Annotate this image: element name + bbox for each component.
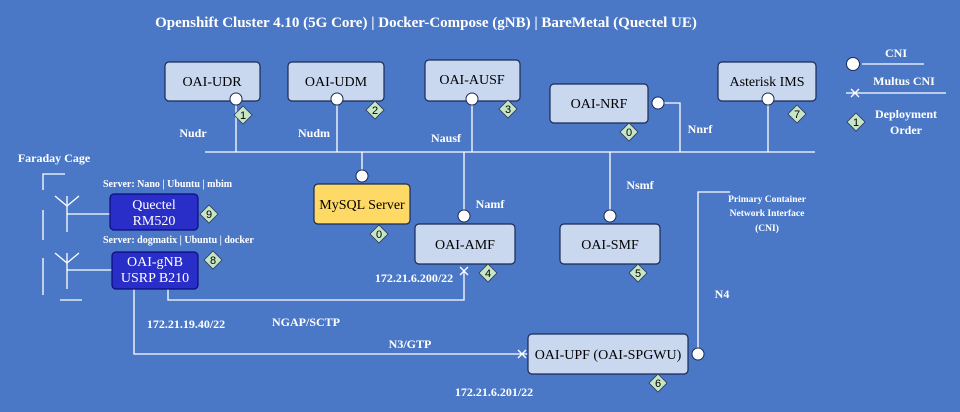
- legend-order-number: 1: [853, 117, 859, 129]
- ausf-label: OAI-AUSF: [439, 73, 505, 88]
- gnb-node[interactable]: OAI-gNB USRP B210: [111, 251, 199, 290]
- ngap-label: NGAP/SCTP: [272, 315, 340, 329]
- diagram-title: Openshift Cluster 4.10 (5G Core) | Docke…: [155, 15, 697, 31]
- svg-text:5: 5: [635, 268, 641, 280]
- udm-label: OAI-UDM: [305, 75, 368, 90]
- gnb-order-badge: 8: [203, 250, 223, 270]
- svg-text:1: 1: [240, 110, 246, 122]
- server-nano-label: Server: Nano | Ubuntu | mbim: [103, 179, 233, 190]
- primary-cni-label-1: Primary Container: [728, 195, 807, 205]
- svg-text:7: 7: [794, 109, 800, 121]
- amf-order-badge: 4: [478, 263, 498, 283]
- nsmf-label: Nsmf: [626, 178, 654, 192]
- udr-node[interactable]: OAI-UDR: [164, 61, 261, 102]
- amf-label: OAI-AMF: [435, 238, 495, 253]
- ims-label: Asterisk IMS: [729, 75, 804, 90]
- namf-label: Namf: [476, 197, 506, 211]
- smf-cni-dot: [603, 209, 617, 223]
- upf-multus-marker: [517, 349, 527, 359]
- ausf-cni-dot: [465, 92, 479, 106]
- legend-cni-dot: [846, 57, 860, 71]
- gnb-line1: OAI-gNB: [127, 255, 183, 270]
- nrf-bus-link: [658, 102, 681, 152]
- svg-text:0: 0: [376, 229, 382, 241]
- faraday-cage: [42, 173, 82, 301]
- nudm-label: Nudm: [298, 126, 330, 140]
- upf-n4-link: [697, 191, 730, 354]
- legend-multus-label: Multus CNI: [873, 74, 935, 88]
- legend-order-label-1: Deployment: [875, 107, 937, 121]
- svg-text:8: 8: [210, 255, 216, 267]
- mysql-cni-dot: [355, 169, 369, 183]
- mysql-order-badge: 0: [369, 224, 389, 244]
- smf-node[interactable]: OAI-SMF: [559, 223, 661, 265]
- amf-node[interactable]: OAI-AMF: [414, 223, 516, 265]
- upf-label: OAI-UPF (OAI-SPGWU): [535, 348, 682, 363]
- gnb-line2: USRP B210: [121, 271, 189, 286]
- amf-multus-marker: [459, 266, 469, 276]
- smf-order-badge: 5: [628, 263, 648, 283]
- svg-text:3: 3: [505, 104, 511, 116]
- amf-ip-label: 172.21.6.200/22: [375, 271, 453, 285]
- svg-text:0: 0: [626, 127, 632, 139]
- legend: CNI Multus CNI 1 Deployment Order: [846, 46, 946, 137]
- quectel-line2: RM520: [133, 214, 176, 229]
- smf-label: OAI-SMF: [581, 238, 639, 253]
- mysql-label: MySQL Server: [319, 198, 405, 213]
- upf-ip-label: 172.21.6.201/22: [455, 385, 533, 399]
- udr-order-badge: 1: [233, 105, 253, 125]
- gnb-ip-label: 172.21.19.40/22: [147, 317, 225, 331]
- udm-order-badge: 2: [365, 100, 385, 120]
- legend-cni-label: CNI: [885, 46, 907, 60]
- nudr-label: Nudr: [179, 126, 207, 140]
- faraday-cage-label: Faraday Cage: [18, 151, 91, 165]
- n3-link: [133, 288, 528, 355]
- svg-text:6: 6: [655, 378, 661, 390]
- antenna-icon-gnb: [54, 252, 112, 289]
- svg-text:2: 2: [372, 105, 378, 117]
- mysql-node[interactable]: MySQL Server: [313, 183, 411, 225]
- legend-order-badge: [846, 112, 866, 132]
- upf-node[interactable]: OAI-UPF (OAI-SPGWU): [527, 333, 689, 375]
- nrf-cni-dot: [651, 96, 665, 110]
- amf-cni-dot: [457, 209, 471, 223]
- quectel-node[interactable]: Quectel RM520: [109, 193, 199, 231]
- ims-node[interactable]: Asterisk IMS: [717, 61, 817, 102]
- udr-cni-dot: [229, 92, 243, 106]
- nrf-label: OAI-NRF: [571, 97, 628, 112]
- primary-cni-label-3: (CNI): [755, 223, 779, 234]
- quectel-order-badge: 9: [199, 204, 219, 224]
- ausf-order-badge: 3: [498, 99, 518, 119]
- upf-cni-dot: [691, 347, 705, 361]
- primary-cni-label-2: Network Interface: [730, 209, 805, 219]
- ims-cni-dot: [761, 92, 775, 106]
- quectel-line1: Quectel: [132, 198, 176, 213]
- server-dogmatix-label: Server: dogmatix | Ubuntu | docker: [103, 235, 254, 246]
- nnrf-label: Nnrf: [688, 122, 714, 136]
- legend-order-label-2: Order: [890, 123, 923, 137]
- udm-cni-dot: [330, 92, 344, 106]
- nrf-order-badge: 0: [619, 122, 639, 142]
- ausf-node[interactable]: OAI-AUSF: [424, 59, 521, 102]
- upf-order-badge: 6: [648, 373, 668, 393]
- nausf-label: Nausf: [431, 131, 462, 145]
- svg-text:4: 4: [485, 268, 491, 280]
- antenna-icon-ue: [54, 195, 110, 232]
- udr-label: OAI-UDR: [182, 75, 242, 90]
- nrf-node[interactable]: OAI-NRF: [549, 83, 649, 124]
- n3-label: N3/GTP: [389, 337, 432, 351]
- n4-label: N4: [715, 287, 730, 301]
- svg-text:9: 9: [206, 209, 212, 221]
- ims-order-badge: 7: [787, 104, 807, 124]
